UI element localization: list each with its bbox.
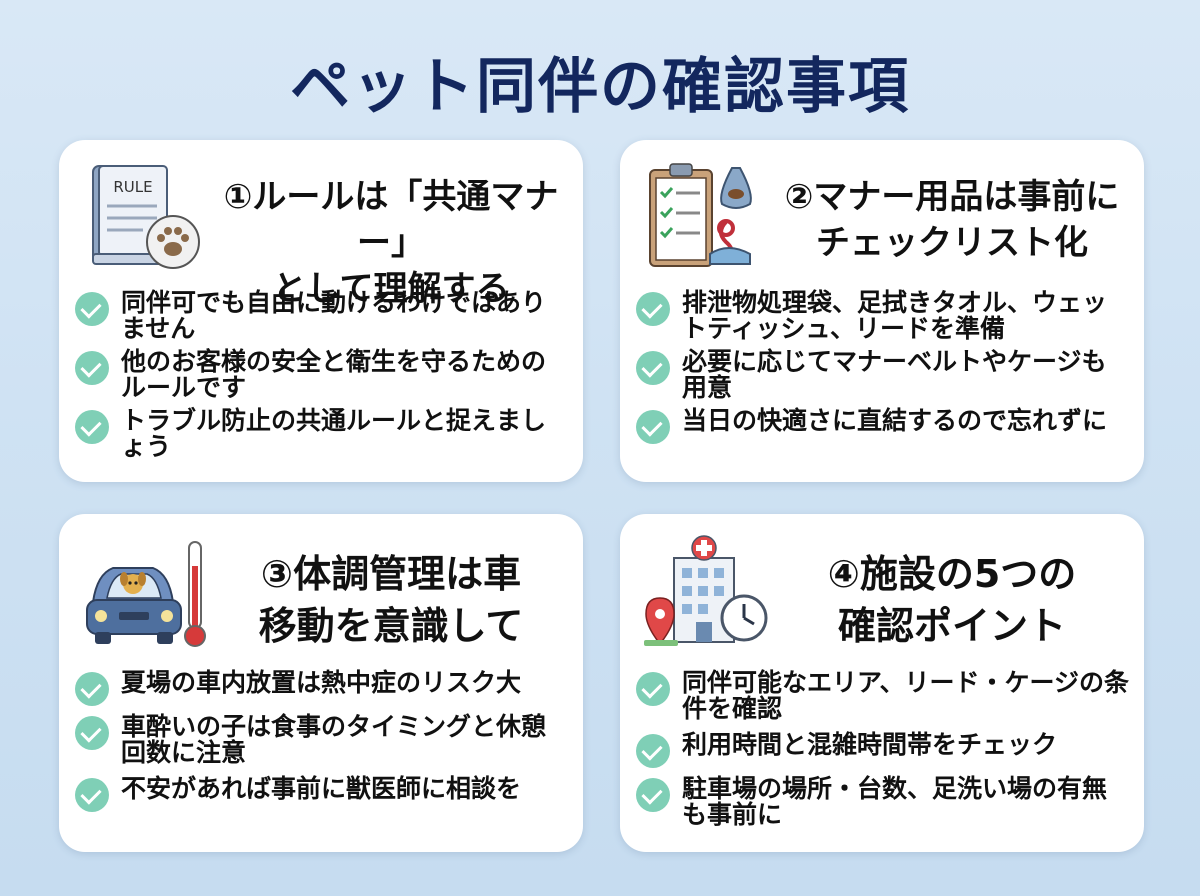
list-item-text: 夏場の車内放置は熱中症のリスク大 <box>121 668 522 697</box>
card-title-line: ④施設の5つの <box>827 552 1077 596</box>
card-title-line: 移動を意識して <box>258 604 524 648</box>
check-list: 夏場の車内放置は熱中症のリスク大 車酔いの子は食事のタイミングと休憩回数に注意 … <box>75 670 569 812</box>
check-icon <box>636 778 670 812</box>
card-title: ①ルールは「共通マナー」 として理解する <box>209 174 573 312</box>
list-item: 同伴可能なエリア、リード・ケージの条件を確認 <box>636 670 1130 722</box>
list-item-text: 同伴可能なエリア、リード・ケージの条件を確認 <box>682 668 1130 723</box>
card-title-line: ③体調管理は車 <box>260 552 522 596</box>
page-title: ペット同伴の確認事項 <box>290 52 910 122</box>
check-list: 排泄物処理袋、足拭きタオル、ウェットティッシュ、リードを準備 必要に応じてマナー… <box>636 290 1130 444</box>
list-item-text: 利用時間と混雑時間帯をチェック <box>682 730 1058 759</box>
list-item: 他のお客様の安全と衛生を守るためのルールです <box>75 349 569 401</box>
card-title: ④施設の5つの 確認ポイント <box>770 548 1134 652</box>
rule-book-paw-icon: RULE <box>92 165 200 269</box>
facility-clock-pin-icon <box>644 535 768 646</box>
list-item: 駐車場の場所・台数、足洗い場の有無も事前に <box>636 776 1130 828</box>
check-list: 同伴可でも自由に動けるわけではありません 他のお客様の安全と衛生を守るためのルー… <box>75 290 569 467</box>
card-health: ③体調管理は車 移動を意識して 夏場の車内放置は熱中症のリスク大 車酔いの子は食… <box>59 514 583 852</box>
card-title-line: ①ルールは「共通マナー」 <box>223 177 559 263</box>
card-title: ③体調管理は車 移動を意識して <box>209 548 573 652</box>
check-icon <box>75 410 109 444</box>
card-title-line: 確認ポイント <box>837 604 1066 648</box>
card-title-line: チェックリスト化 <box>816 223 1088 263</box>
card-title: ②マナー用品は事前に チェックリスト化 <box>770 174 1134 266</box>
check-icon <box>75 716 109 750</box>
list-item-text: 同伴可でも自由に動けるわけではありません <box>121 288 547 343</box>
list-item: 同伴可でも自由に動けるわけではありません <box>75 290 569 342</box>
list-item-text: トラブル防止の共通ルールと捉えましょう <box>121 406 547 461</box>
card-facility: ④施設の5つの 確認ポイント 同伴可能なエリア、リード・ケージの条件を確認 利用… <box>620 514 1144 852</box>
card-supplies: ②マナー用品は事前に チェックリスト化 排泄物処理袋、足拭きタオル、ウェットティ… <box>620 140 1144 482</box>
list-item: トラブル防止の共通ルールと捉えましょう <box>75 408 569 460</box>
card-title-line: ②マナー用品は事前に <box>784 177 1120 217</box>
car-dog-thermometer-icon <box>86 541 206 647</box>
list-item: 排泄物処理袋、足拭きタオル、ウェットティッシュ、リードを準備 <box>636 290 1130 342</box>
list-item: 車酔いの子は食事のタイミングと休憩回数に注意 <box>75 714 569 766</box>
checklist-clipboard-icon <box>649 163 752 267</box>
list-item-text: 排泄物処理袋、足拭きタオル、ウェットティッシュ、リードを準備 <box>682 288 1108 343</box>
list-item: 当日の快適さに直結するので忘れずに <box>636 406 1130 444</box>
check-icon <box>636 292 670 326</box>
card-rules: RULE ①ルールは「共通マナー」 として理解する 同伴可でも自由に動けるわけで… <box>59 140 583 482</box>
rule-label: RULE <box>113 178 152 196</box>
list-item: 利用時間と混雑時間帯をチェック <box>636 730 1130 768</box>
list-item: 夏場の車内放置は熱中症のリスク大 <box>75 668 569 706</box>
check-icon <box>636 734 670 768</box>
list-item-text: 必要に応じてマナーベルトやケージも用意 <box>682 347 1107 402</box>
list-item-text: 他のお客様の安全と衛生を守るためのルールです <box>121 347 547 402</box>
check-icon <box>75 672 109 706</box>
list-item-text: 駐車場の場所・台数、足洗い場の有無も事前に <box>682 774 1108 829</box>
list-item: 必要に応じてマナーベルトやケージも用意 <box>636 349 1130 401</box>
check-icon <box>636 410 670 444</box>
check-icon <box>636 351 670 385</box>
check-list: 同伴可能なエリア、リード・ケージの条件を確認 利用時間と混雑時間帯をチェック 駐… <box>636 670 1130 838</box>
check-icon <box>636 672 670 706</box>
card-title-line: として理解する <box>272 269 510 309</box>
list-item-text: 当日の快適さに直結するので忘れずに <box>682 406 1108 435</box>
check-icon <box>75 292 109 326</box>
check-icon <box>75 778 109 812</box>
list-item-text: 不安があれば事前に獣医師に相談を <box>121 774 522 803</box>
check-icon <box>75 351 109 385</box>
list-item: 不安があれば事前に獣医師に相談を <box>75 774 569 812</box>
list-item-text: 車酔いの子は食事のタイミングと休憩回数に注意 <box>121 712 547 767</box>
